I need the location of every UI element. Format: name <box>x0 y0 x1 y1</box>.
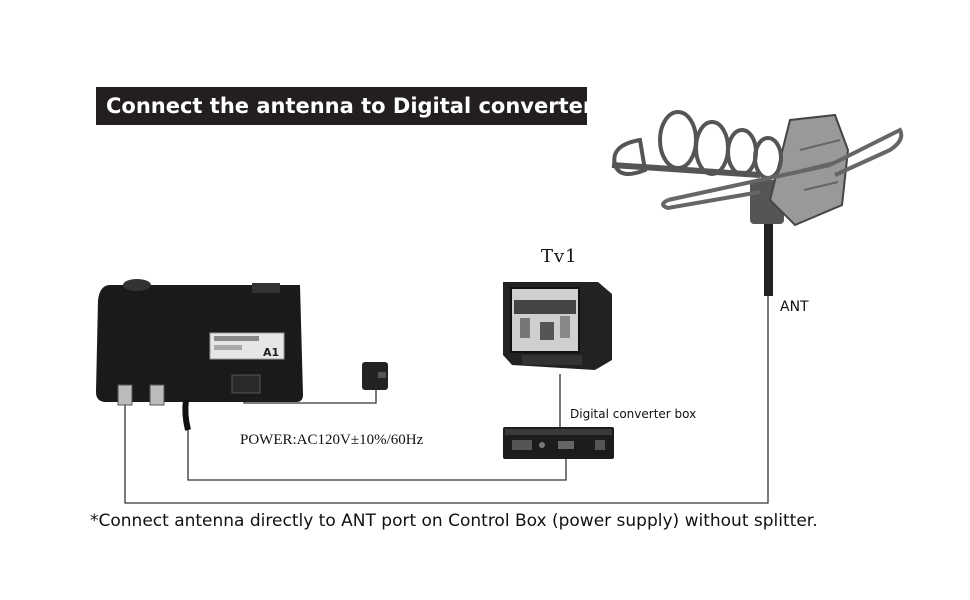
wire-antenna-to-control-box <box>124 262 769 504</box>
diagram-title: Connect the antenna to Digital converter… <box>96 87 644 125</box>
power-adapter-icon <box>362 362 388 390</box>
converter-label: Digital converter box <box>570 407 697 421</box>
ant-label: ANT <box>780 299 809 315</box>
power-label: POWER:AC120V±10%/60Hz <box>240 432 424 448</box>
control-box-badge: A1 <box>263 346 279 359</box>
wire-control-box-to-converter <box>187 428 567 481</box>
tv-label: Tv1 <box>541 246 578 267</box>
tv-icon <box>503 282 612 370</box>
antenna-icon <box>611 110 904 296</box>
footnote: *Connect antenna directly to ANT port on… <box>90 511 818 531</box>
converter-box-icon <box>503 427 614 459</box>
connection-wires <box>124 262 769 504</box>
control-box-icon <box>96 279 303 431</box>
